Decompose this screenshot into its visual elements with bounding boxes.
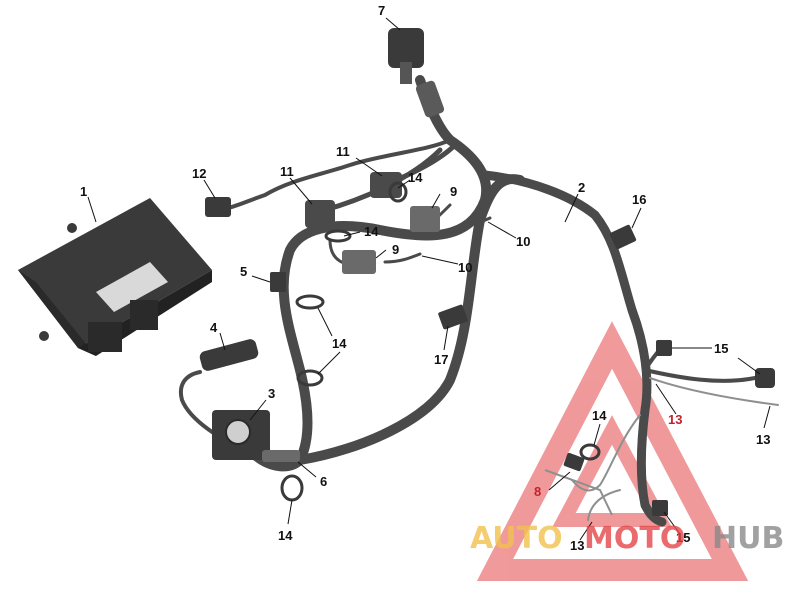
harness-branch-15a [643,368,757,383]
cable-tie-14e [324,229,352,243]
connector-12 [205,197,231,217]
connector-11b [305,200,335,228]
connector-7 [388,28,424,68]
ecu-module [18,198,212,356]
cable-tie-14f [388,181,408,203]
callout-9a: 9 [450,184,457,199]
connector-7-boot [400,62,412,84]
watermark-auto: AUTO [470,521,563,556]
callout-16: 16 [632,192,646,207]
callout-14e: 14 [592,408,607,423]
harness-trunk-left [250,75,492,472]
callout-3: 3 [268,386,275,401]
callout-15b: 15 [676,530,690,545]
callout-10a: 10 [516,234,530,249]
callout-13a: 13 [668,412,682,427]
ecu-module-label [96,262,168,312]
connector-11a [370,172,402,198]
connector-5 [270,272,286,292]
connector-16 [609,224,637,250]
callout-11b: 11 [280,164,294,179]
ecu-connector-b [88,322,122,352]
harness-sleeve-7 [415,80,445,118]
leader-lines [87,17,771,541]
callout-2: 2 [578,180,585,195]
callout-13c: 13 [570,538,584,553]
harness-trunk-right [480,170,667,527]
callout-5: 5 [240,264,247,279]
callout-7: 7 [378,3,385,18]
connector-9a [410,206,440,232]
cable-tie-14c [280,474,304,502]
callout-1: 1 [80,184,87,199]
callout-13b: 13 [756,432,770,447]
callout-6: 6 [320,474,327,489]
watermark-logo [476,321,749,581]
callout-14c: 14 [332,336,347,351]
ecu-module-side [18,270,96,356]
harness-branch-13c [587,489,621,521]
connector-9b [342,250,376,274]
sensor-3-mount [225,419,251,445]
callout-4: 4 [210,320,218,335]
harness-branch-13b [571,414,641,492]
harness-branch-10b [383,252,422,264]
ecu-connector-a [130,300,158,330]
ecu-mount-tab-top [67,223,77,233]
watermark-text: AUTO MOTO HUB [470,521,784,556]
ecu-module-top [18,198,212,348]
callout-labels: 1 2 3 4 5 6 7 8 9 9 10 10 11 11 12 13 13… [80,3,770,553]
ecu-mount-tab-bottom [39,331,49,341]
harness-branch-12 [226,138,452,210]
callout-12: 12 [192,166,206,181]
connector-4 [199,339,259,371]
callout-17: 17 [434,352,448,367]
bracket-8-arm [544,469,613,516]
watermark-hub: HUB [712,521,784,556]
callout-8: 8 [534,484,541,499]
callout-15a: 15 [714,341,728,356]
cable-tie-14b [296,369,324,387]
callout-9b: 9 [392,242,399,257]
connector-15b [755,368,775,388]
callout-14a: 14 [408,170,423,185]
cable-tie-14d [579,443,601,461]
callout-14b: 14 [364,224,379,239]
harness-trunk-center [295,174,525,465]
connectors [199,28,775,516]
cable-tie-14a [295,294,325,310]
callout-14d: 14 [278,528,293,543]
callout-11a: 11 [336,144,350,159]
connector-15a [656,340,672,356]
clamp-6 [262,450,300,462]
watermark-triangle-small [552,415,672,527]
watermark-triangle-large [476,321,749,581]
harness-branch-10a [468,216,492,227]
cable-ties [280,181,601,502]
watermark-moto: MOTO [584,521,685,556]
clip-17 [438,304,468,330]
bracket-8 [563,452,585,472]
harness-branch-13a [649,377,779,406]
callout-10b: 10 [458,260,472,275]
